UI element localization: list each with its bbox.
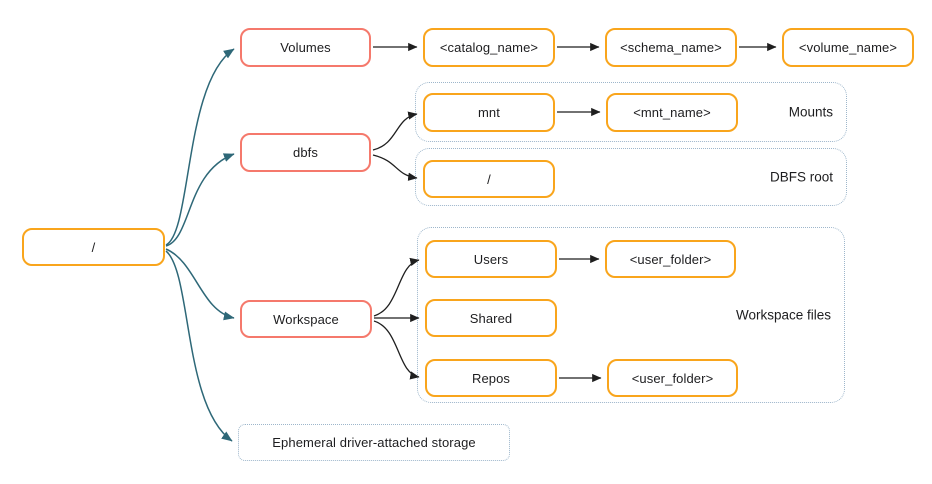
node-dbfs: dbfs — [240, 133, 371, 172]
node-user-folder-1: <user_folder> — [605, 240, 736, 278]
arrow-dbfs-to-mnt — [372, 111, 418, 151]
node-dbfs-root-slash: / — [423, 160, 555, 198]
node-mnt-name: <mnt_name> — [606, 93, 738, 132]
workspace-files-group-label: Workspace files — [735, 307, 831, 323]
node-volume-name: <volume_name> — [782, 28, 914, 67]
arrow-workspace-to-users — [373, 257, 420, 317]
node-root: / — [22, 228, 165, 266]
arrow-dbfs-to-slash — [372, 154, 418, 181]
arrow-root-to-ephemeral — [165, 250, 233, 442]
arrow-root-to-volumes — [165, 48, 235, 246]
node-volumes: Volumes — [240, 28, 371, 67]
arrow-root-to-dbfs — [165, 153, 235, 247]
node-users: Users — [425, 240, 557, 278]
node-catalog-name: <catalog_name> — [423, 28, 555, 67]
node-ephemeral-storage: Ephemeral driver-attached storage — [238, 424, 510, 461]
mounts-group-label: Mounts — [788, 104, 833, 120]
arrow-root-to-workspace — [165, 248, 235, 321]
arrow-workspace-to-repos — [373, 320, 420, 380]
node-mnt: mnt — [423, 93, 555, 132]
node-workspace: Workspace — [240, 300, 372, 338]
node-user-folder-2: <user_folder> — [607, 359, 738, 397]
node-schema-name: <schema_name> — [605, 28, 737, 67]
node-shared: Shared — [425, 299, 557, 337]
dbfs-root-group-label: DBFS root — [769, 169, 833, 185]
node-repos: Repos — [425, 359, 557, 397]
